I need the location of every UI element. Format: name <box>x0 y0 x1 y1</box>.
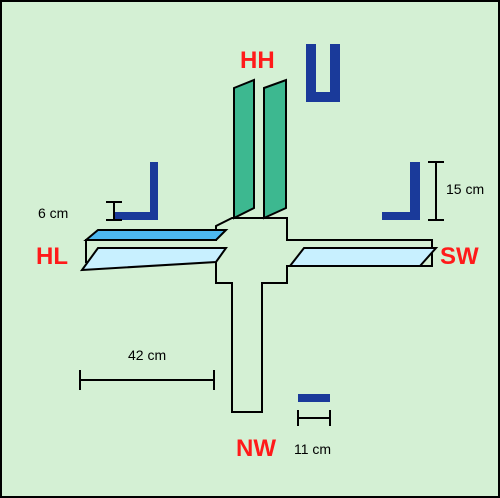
u-channel-icon <box>306 44 340 102</box>
label-hh: HH <box>240 47 275 74</box>
dim-label-15cm: 15 cm <box>446 181 484 197</box>
label-hl: HL <box>36 243 68 270</box>
dim-6cm-bracket <box>106 201 122 221</box>
l-angle-icon <box>114 162 158 220</box>
dim-42cm-bracket <box>79 370 215 390</box>
hh-flange-right <box>263 78 287 220</box>
l-angle-icon <box>382 162 420 220</box>
hl-flange-top <box>83 229 229 241</box>
dim-label-11cm: 11 cm <box>294 441 331 457</box>
hl-flange-bottom <box>79 247 228 272</box>
flat-bar-icon <box>298 394 330 402</box>
sw-flange <box>287 247 439 267</box>
label-nw: NW <box>236 435 276 462</box>
dim-15cm-bracket <box>428 161 444 221</box>
dim-label-6cm: 6 cm <box>38 205 68 221</box>
dim-label-42cm: 42 cm <box>128 347 166 363</box>
hh-flange-left <box>233 78 255 220</box>
label-sw: SW <box>440 243 479 270</box>
dim-11cm-bracket <box>297 410 331 426</box>
